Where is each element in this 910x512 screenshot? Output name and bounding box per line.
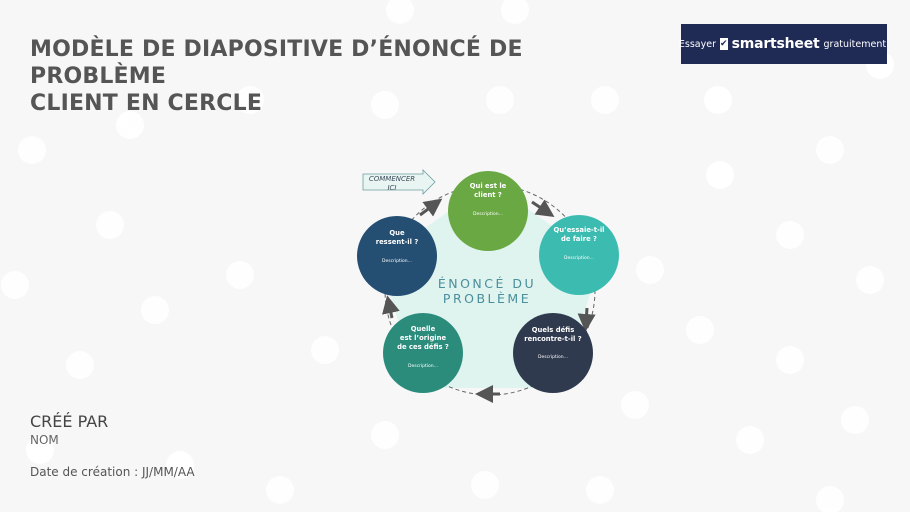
node-description: Description... <box>473 211 503 217</box>
cta-brand: smartsheet <box>731 36 820 52</box>
title-line-3: CLIENT EN CERCLE <box>30 91 263 116</box>
arrow-icon <box>531 199 555 217</box>
node-title: Quels défis <box>532 326 575 334</box>
node-title: rencontre-t-il ? <box>524 335 581 343</box>
node-title: ressent-il ? <box>376 238 419 246</box>
node-title: Qu’essaie-t-il <box>554 226 605 234</box>
creation-date: Date de création : JJ/MM/AA <box>30 465 195 479</box>
node-title: est l’origine <box>400 334 447 342</box>
title-line-2: PROBLÈME <box>30 64 167 89</box>
node-what-trying-to-do: Qu’essaie-t-il de faire ? Description... <box>539 215 619 295</box>
arrow-icon <box>419 198 443 217</box>
cta-suffix: gratuitement. <box>823 38 890 50</box>
created-by-label: CRÉÉ PAR <box>30 412 109 431</box>
node-description: Description... <box>564 255 594 261</box>
try-smartsheet-button[interactable]: Essayer ✔ smartsheet gratuitement. <box>678 24 890 64</box>
node-description: Description... <box>382 258 412 264</box>
node-description: Description... <box>408 363 438 369</box>
center-label-line-1: ÉNONCÉ DU <box>438 276 536 291</box>
author-name: NOM <box>30 433 59 447</box>
start-label-line-1: COMMENCER <box>369 175 415 183</box>
node-title: Qui est le <box>470 182 507 190</box>
node-description: Description... <box>538 354 568 360</box>
node-who-is-client: Qui est le client ? Description... <box>448 171 528 251</box>
smartsheet-check-icon: ✔ <box>720 38 728 50</box>
node-title: Quelle <box>411 325 436 333</box>
node-title: client ? <box>474 191 502 199</box>
page-title: MODÈLE DE DIAPOSITIVE D’ÉNONCÉ DE PROBLÈ… <box>30 36 550 117</box>
cta-prefix: Essayer <box>678 38 717 50</box>
node-title: de ces défis ? <box>397 343 449 351</box>
center-label-line-2: PROBLÈME <box>443 291 531 306</box>
arrow-icon <box>577 307 596 332</box>
problem-statement-diagram: ÉNONCÉ DU PROBLÈME COMMENCER ICI Qui est… <box>357 169 619 403</box>
start-label-line-2: ICI <box>387 184 396 192</box>
node-challenges: Quels défis rencontre-t-il ? Description… <box>513 313 593 393</box>
node-title: Que <box>389 229 405 237</box>
node-origin-of-challenges: Quelle est l’origine de ces défis ? Desc… <box>383 313 463 393</box>
start-callout <box>362 169 436 195</box>
node-title: de faire ? <box>561 235 597 243</box>
title-line-1: MODÈLE DE DIAPOSITIVE D’ÉNONCÉ DE <box>30 37 523 62</box>
arrow-icon <box>382 295 400 319</box>
node-feelings: Que ressent-il ? Description... <box>357 216 437 296</box>
